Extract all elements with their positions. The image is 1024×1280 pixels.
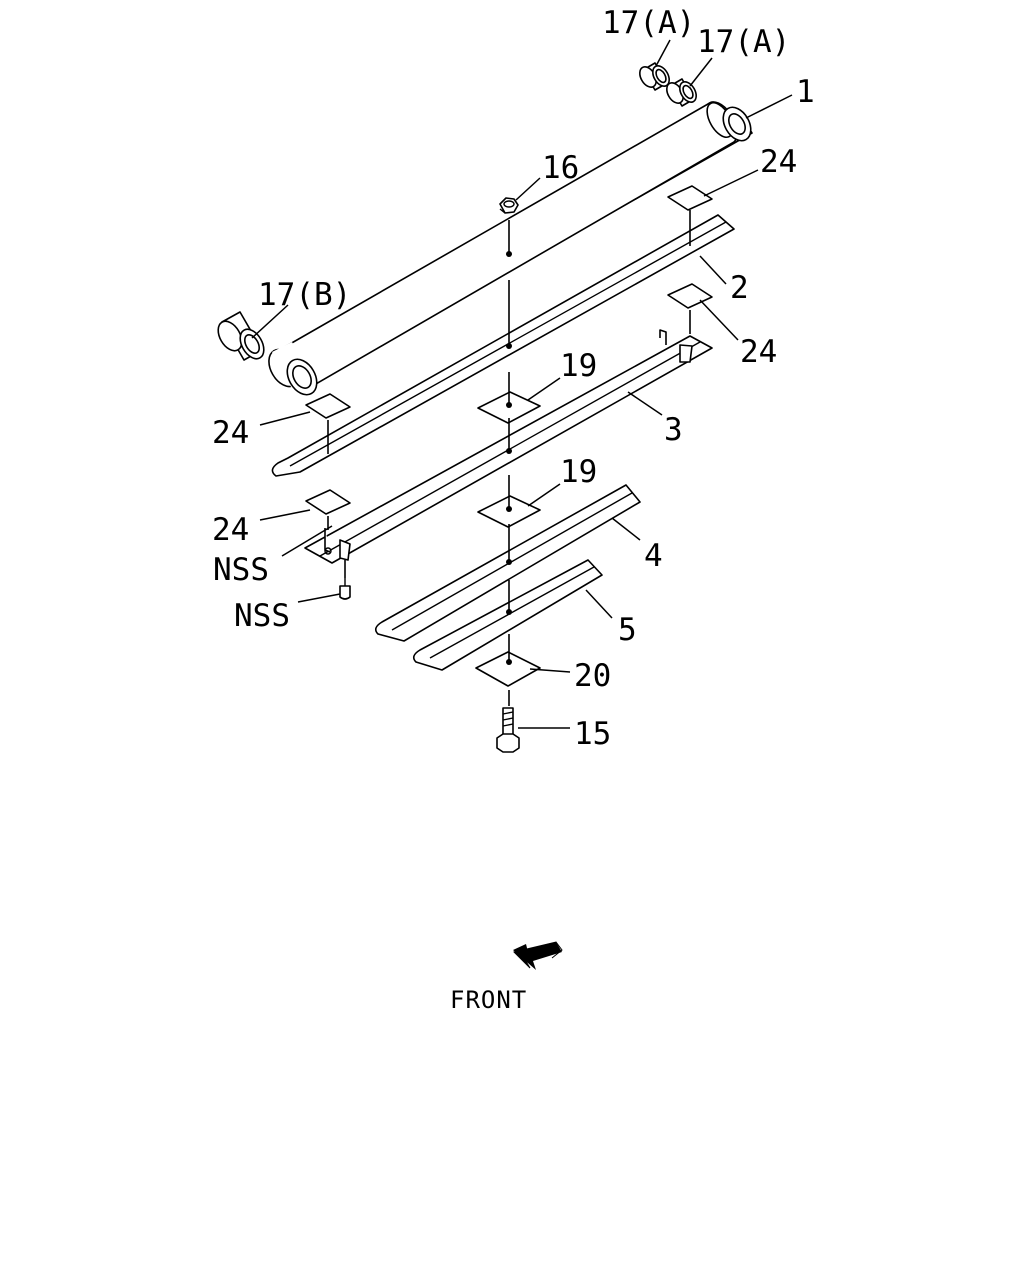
label-24-c: 24: [212, 415, 249, 451]
leader-lines: [251, 39, 793, 729]
label-3: 3: [664, 412, 683, 448]
label-19-b: 19: [560, 454, 597, 490]
nss-bolt: [339, 578, 351, 600]
center-hole-dots: [506, 251, 512, 665]
front-arrow-icon: [513, 941, 563, 969]
label-nss-2: NSS: [234, 598, 290, 634]
label-20: 20: [574, 658, 611, 694]
assembly-center-lines: [327, 210, 691, 706]
rear-eye: [275, 101, 752, 393]
label-16: 16: [542, 150, 579, 186]
front-indicator: FRONT: [450, 941, 563, 1014]
leaf-part-5: [412, 559, 603, 671]
pad-24-d: [305, 489, 351, 515]
label-24-b: 24: [740, 334, 777, 370]
label-24-d: 24: [212, 512, 249, 548]
label-17a-2: 17(A): [697, 24, 790, 60]
label-nss-1: NSS: [213, 552, 269, 588]
label-15: 15: [574, 716, 611, 752]
label-4: 4: [644, 538, 663, 574]
label-1: 1: [796, 74, 815, 110]
main-leaf-part-1: [268, 101, 753, 396]
bushing-17a-2: [666, 78, 697, 107]
callout-labels: 17(A) 17(A) 1 16 24 2 17(B) 24 19 24 3 1…: [212, 5, 815, 752]
pad-24-c: [305, 393, 351, 419]
label-2: 2: [730, 270, 749, 306]
bushing-17b: [217, 311, 265, 361]
pad-24-b: [667, 283, 713, 309]
label-19-a: 19: [560, 348, 597, 384]
label-17b: 17(B): [258, 277, 351, 313]
center-bolt-15: [496, 707, 520, 753]
nut-16: [499, 197, 519, 214]
front-label: FRONT: [450, 986, 527, 1014]
label-17a-1: 17(A): [602, 5, 695, 41]
plate-20: [475, 651, 541, 687]
label-24-a: 24: [760, 144, 797, 180]
front-eye: [268, 342, 318, 396]
bushing-17a-1: [639, 62, 670, 91]
label-5: 5: [618, 612, 637, 648]
pad-24-a: [667, 185, 713, 211]
front-arrow-icon-body: [513, 942, 562, 970]
